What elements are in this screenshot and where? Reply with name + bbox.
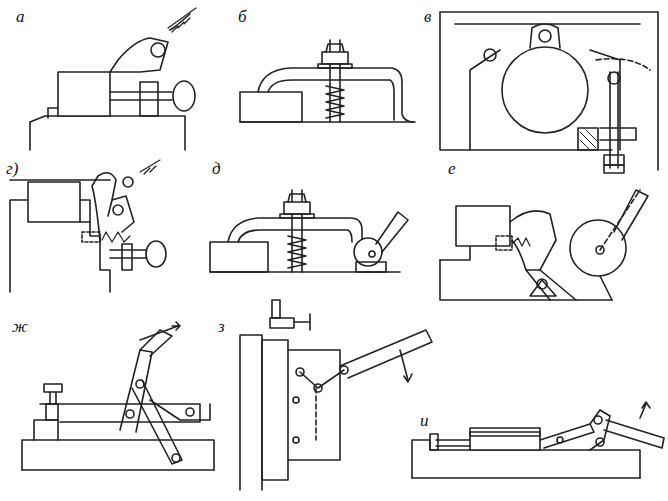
clamp-v bbox=[440, 12, 658, 173]
clamp-zh bbox=[22, 322, 214, 470]
clamp-z bbox=[240, 300, 432, 490]
clamp-a bbox=[30, 8, 196, 150]
figure-letter: б bbox=[238, 8, 247, 25]
figure-letter: ж bbox=[12, 318, 28, 335]
clamp-d bbox=[210, 190, 408, 272]
clamp-e bbox=[440, 190, 648, 300]
figure-letter: з bbox=[218, 318, 225, 335]
clamp-i bbox=[412, 402, 664, 478]
clamp-g bbox=[10, 160, 166, 292]
clamp-b bbox=[240, 40, 415, 122]
figure-letter: д bbox=[212, 160, 221, 177]
figure-letter: и bbox=[420, 412, 429, 429]
figure-letter: а bbox=[16, 8, 25, 25]
figure-letter: г) bbox=[6, 160, 18, 177]
figure-letter: е bbox=[448, 160, 456, 177]
figure-letter: в bbox=[424, 8, 431, 25]
